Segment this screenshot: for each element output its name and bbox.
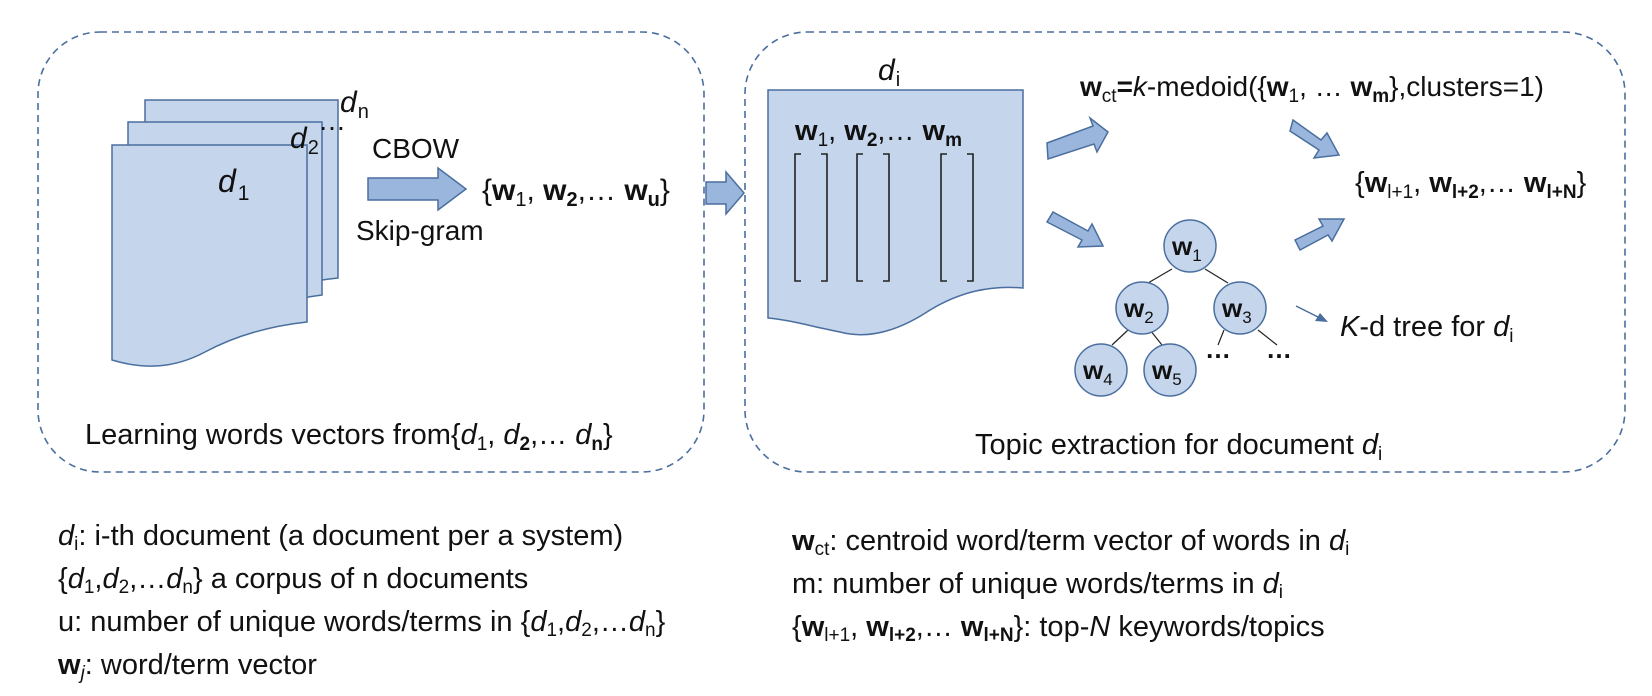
method-cbow-label: CBOW — [372, 133, 460, 164]
tree-ellipsis-left: … — [1205, 334, 1231, 364]
arrow-to-tree-icon — [1045, 210, 1105, 248]
vector-brackets — [794, 153, 974, 282]
legend-item-di: di: i-th document (a document per a syst… — [58, 520, 624, 555]
svg-text:w3: w3 — [1221, 293, 1252, 327]
kd-tree-label: K-d tree for di — [1340, 311, 1514, 347]
cbow-arrow-icon — [367, 166, 468, 212]
tree-node-w3 — [1213, 281, 1267, 335]
method-skipgram-label: Skip-gram — [356, 215, 484, 246]
tree-to-keywords-arrow-icon — [1293, 218, 1346, 252]
legend-item-m: m: number of unique words/terms in di — [792, 568, 1284, 603]
svg-text:w1: w1 — [1171, 231, 1202, 265]
svg-text:w5: w5 — [1151, 355, 1182, 389]
document-icon — [767, 89, 1024, 336]
legend-right: wct: centroid word/term vector of words … — [792, 520, 1349, 649]
legend-item-wj: wj: word/term vector — [58, 649, 317, 684]
legend-item-wct: wct: centroid word/term vector of words … — [792, 525, 1350, 560]
right-panel-border — [744, 31, 1626, 473]
doc-vectors-text: w1, w2,… wm — [794, 115, 962, 151]
panel-connector-arrow-icon — [705, 169, 745, 217]
legend-item-u: u: number of unique words/terms in {d1,d… — [58, 606, 666, 641]
doc-front-page — [111, 144, 308, 367]
medoid-to-keywords-arrow-icon — [1289, 118, 1341, 159]
tree-node-w4 — [1074, 343, 1128, 397]
svg-text:w2: w2 — [1123, 293, 1154, 327]
top-keywords-text: {wl+1, wl+2,… wl+N} — [1355, 167, 1587, 203]
left-panel-border — [37, 31, 705, 473]
medoid-formula: wct=k-medoid({w1, … wm},clusters=1) — [1079, 71, 1544, 107]
left-panel-caption: Learning words vectors from{d1, d2,… dn} — [85, 419, 613, 455]
tree-node-w2 — [1115, 281, 1169, 335]
doc-stack-ellipsis: … — [318, 105, 346, 136]
legend-item-topn: {wl+1, wl+2,… wl+N}: top-N keywords/topi… — [792, 611, 1325, 646]
right-panel-caption: Topic extraction for document di — [975, 429, 1382, 465]
tree-node-w1 — [1163, 219, 1217, 273]
tree-ellipsis-right: … — [1266, 334, 1292, 364]
svg-text:w4: w4 — [1082, 355, 1113, 389]
arrow-to-medoid-icon — [1046, 115, 1109, 161]
vocab-set-text: {w1, w2,… wu} — [482, 174, 670, 211]
legend-item-corpus: {d1,d2,…dn} a corpus of n documents — [58, 563, 529, 598]
tree-node-w5 — [1143, 343, 1197, 397]
right-doc-label: di — [878, 54, 900, 91]
document-stack-icon — [111, 99, 339, 367]
doc-front-label: d1 — [218, 163, 249, 205]
kd-tree-icon: w1 w2 w3 w4 w5 … … — [1074, 219, 1292, 397]
legend-left: di: i-th document (a document per a syst… — [58, 515, 665, 687]
kd-tree-pointer-arrow-icon — [1295, 305, 1328, 322]
